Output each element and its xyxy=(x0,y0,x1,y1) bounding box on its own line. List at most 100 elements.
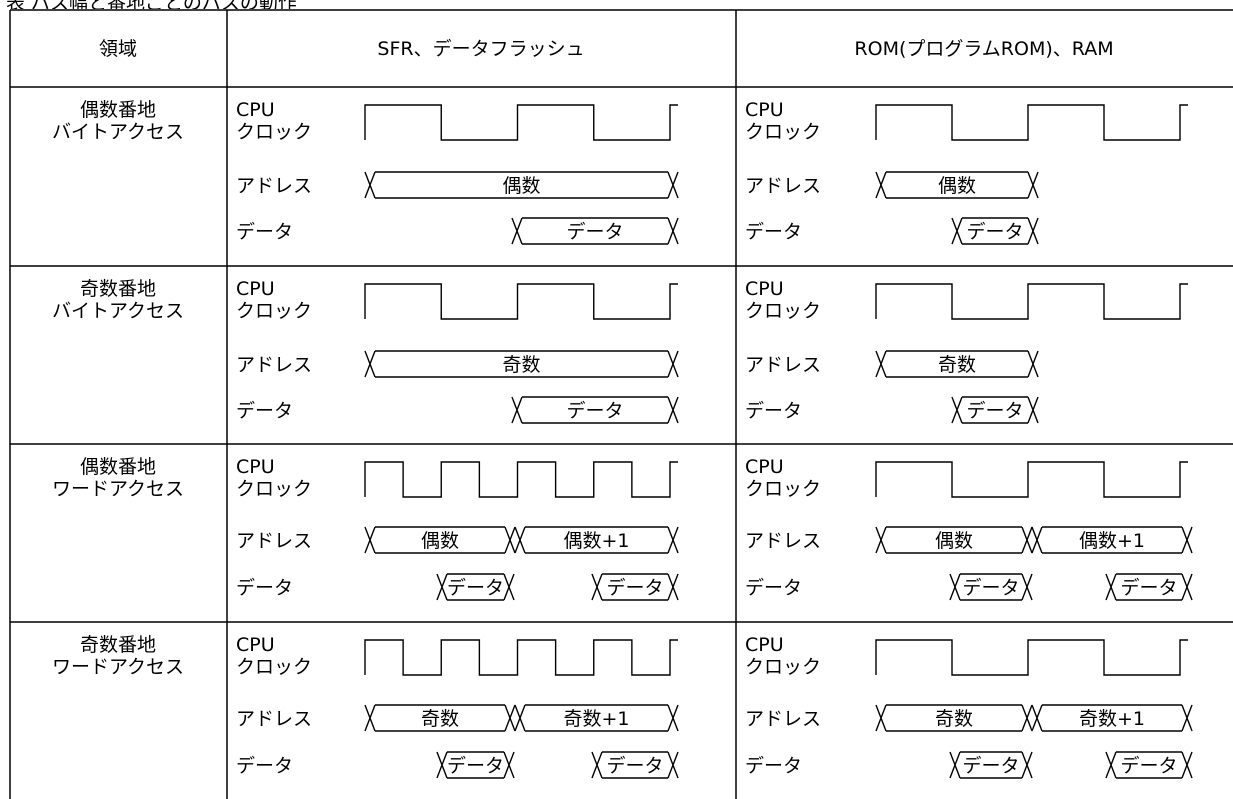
header-rom-ram: ROM(プログラムROM)、RAM xyxy=(854,38,1113,60)
data-bus-segment xyxy=(591,573,679,601)
signal-label-address: アドレス xyxy=(236,354,312,376)
address-value: 偶数+1 xyxy=(1079,530,1145,552)
data-bus-segment xyxy=(951,396,1039,424)
address-value: 奇数 xyxy=(935,708,973,730)
data-bus-segment xyxy=(951,217,1039,245)
row-label-line1: 奇数番地 xyxy=(80,634,156,656)
table-row: 奇数番地バイトアクセスCPUクロックアドレスデータ奇数データCPUクロックアドレ… xyxy=(52,278,1188,424)
signal-label-address: アドレス xyxy=(236,175,312,197)
data-bus-segment xyxy=(1105,573,1193,601)
row-label-line2: ワードアクセス xyxy=(52,656,184,678)
data-value: データ xyxy=(606,755,663,777)
address-value: 偶数 xyxy=(502,175,540,197)
signal-label-cpu: CPU xyxy=(745,456,784,478)
address-value: 奇数 xyxy=(938,354,976,376)
address-bus-segment xyxy=(875,350,1039,378)
signal-label-data: データ xyxy=(236,755,293,777)
signal-label-clock: クロック xyxy=(236,656,312,678)
signal-label-cpu: CPU xyxy=(236,99,275,121)
row-label-line2: ワードアクセス xyxy=(52,478,184,500)
address-bus-segment xyxy=(514,704,679,732)
signal-label-data: データ xyxy=(745,400,802,422)
timing-cell-rom: CPUクロックアドレスデータ偶数偶数+1データデータ xyxy=(745,456,1193,601)
address-bus-segment xyxy=(875,526,1033,554)
signal-label-cpu: CPU xyxy=(745,634,784,656)
address-value: 偶数 xyxy=(421,530,459,552)
address-value: 奇数 xyxy=(502,354,540,376)
signal-label-address: アドレス xyxy=(745,175,821,197)
data-value: データ xyxy=(966,400,1023,422)
address-bus-segment xyxy=(364,704,516,732)
table-row: 偶数番地バイトアクセスCPUクロックアドレスデータ偶数データCPUクロックアドレ… xyxy=(52,99,1188,245)
row-label-line2: バイトアクセス xyxy=(52,300,184,322)
data-value: データ xyxy=(1120,577,1177,599)
address-value: 偶数 xyxy=(935,530,973,552)
data-value: データ xyxy=(1120,755,1177,777)
rows-layer: 偶数番地バイトアクセスCPUクロックアドレスデータ偶数データCPUクロックアドレ… xyxy=(52,99,1193,779)
signal-label-data: データ xyxy=(236,221,293,243)
signal-label-address: アドレス xyxy=(236,530,312,552)
data-value: データ xyxy=(566,221,623,243)
data-bus-segment xyxy=(1105,751,1193,779)
address-bus-segment xyxy=(364,171,679,199)
data-bus-segment xyxy=(511,217,679,245)
signal-label-data: データ xyxy=(745,755,802,777)
caption-strip: 表 バス幅と番地ごとのバスの動作 xyxy=(0,0,1233,9)
row-label-line1: 偶数番地 xyxy=(80,99,156,121)
row-label-line1: 奇数番地 xyxy=(80,278,156,300)
row-label-line2: バイトアクセス xyxy=(52,121,184,143)
signal-label-cpu: CPU xyxy=(236,278,275,300)
address-bus-segment xyxy=(1031,526,1193,554)
address-bus-segment xyxy=(514,526,679,554)
data-value: データ xyxy=(606,577,663,599)
data-value: データ xyxy=(447,755,504,777)
clock-waveform xyxy=(875,104,1188,141)
signal-label-cpu: CPU xyxy=(745,278,784,300)
clock-waveform xyxy=(364,283,678,320)
address-value: 偶数+1 xyxy=(563,530,629,552)
signal-label-address: アドレス xyxy=(236,708,312,730)
data-bus-segment xyxy=(591,751,679,779)
signal-label-clock: クロック xyxy=(745,656,821,678)
clock-waveform xyxy=(364,104,678,141)
data-bus-segment xyxy=(949,573,1033,601)
signal-label-clock: クロック xyxy=(745,300,821,322)
signal-label-clock: クロック xyxy=(745,121,821,143)
signal-label-clock: クロック xyxy=(236,121,312,143)
signal-label-clock: クロック xyxy=(236,478,312,500)
signal-label-address: アドレス xyxy=(745,530,821,552)
signal-label-cpu: CPU xyxy=(236,456,275,478)
address-bus-segment xyxy=(875,704,1033,732)
signal-label-data: データ xyxy=(236,400,293,422)
data-value: データ xyxy=(447,577,504,599)
signal-label-cpu: CPU xyxy=(236,634,275,656)
address-value: 奇数+1 xyxy=(1079,708,1145,730)
data-value: データ xyxy=(962,577,1019,599)
address-bus-segment xyxy=(364,350,679,378)
signal-label-clock: クロック xyxy=(745,478,821,500)
clock-waveform xyxy=(875,639,1188,676)
address-value: 奇数 xyxy=(421,708,459,730)
clock-waveform xyxy=(875,283,1188,320)
timing-cell-sfr: CPUクロックアドレスデータ奇数奇数+1データデータ xyxy=(236,634,679,779)
table-row: 奇数番地ワードアクセスCPUクロックアドレスデータ奇数奇数+1データデータCPU… xyxy=(52,634,1193,779)
clock-waveform xyxy=(364,461,678,498)
table-row: 偶数番地ワードアクセスCPUクロックアドレスデータ偶数偶数+1データデータCPU… xyxy=(52,456,1193,601)
data-bus-segment xyxy=(436,751,515,779)
address-bus-segment xyxy=(1031,704,1193,732)
table-grid xyxy=(9,9,1233,799)
signal-label-data: データ xyxy=(236,577,293,599)
data-value: データ xyxy=(566,400,623,422)
signal-label-clock: クロック xyxy=(236,300,312,322)
data-value: データ xyxy=(962,755,1019,777)
signal-label-address: アドレス xyxy=(745,708,821,730)
data-bus-segment xyxy=(511,396,679,424)
table-caption: 表 バス幅と番地ごとのバスの動作 xyxy=(6,0,297,9)
